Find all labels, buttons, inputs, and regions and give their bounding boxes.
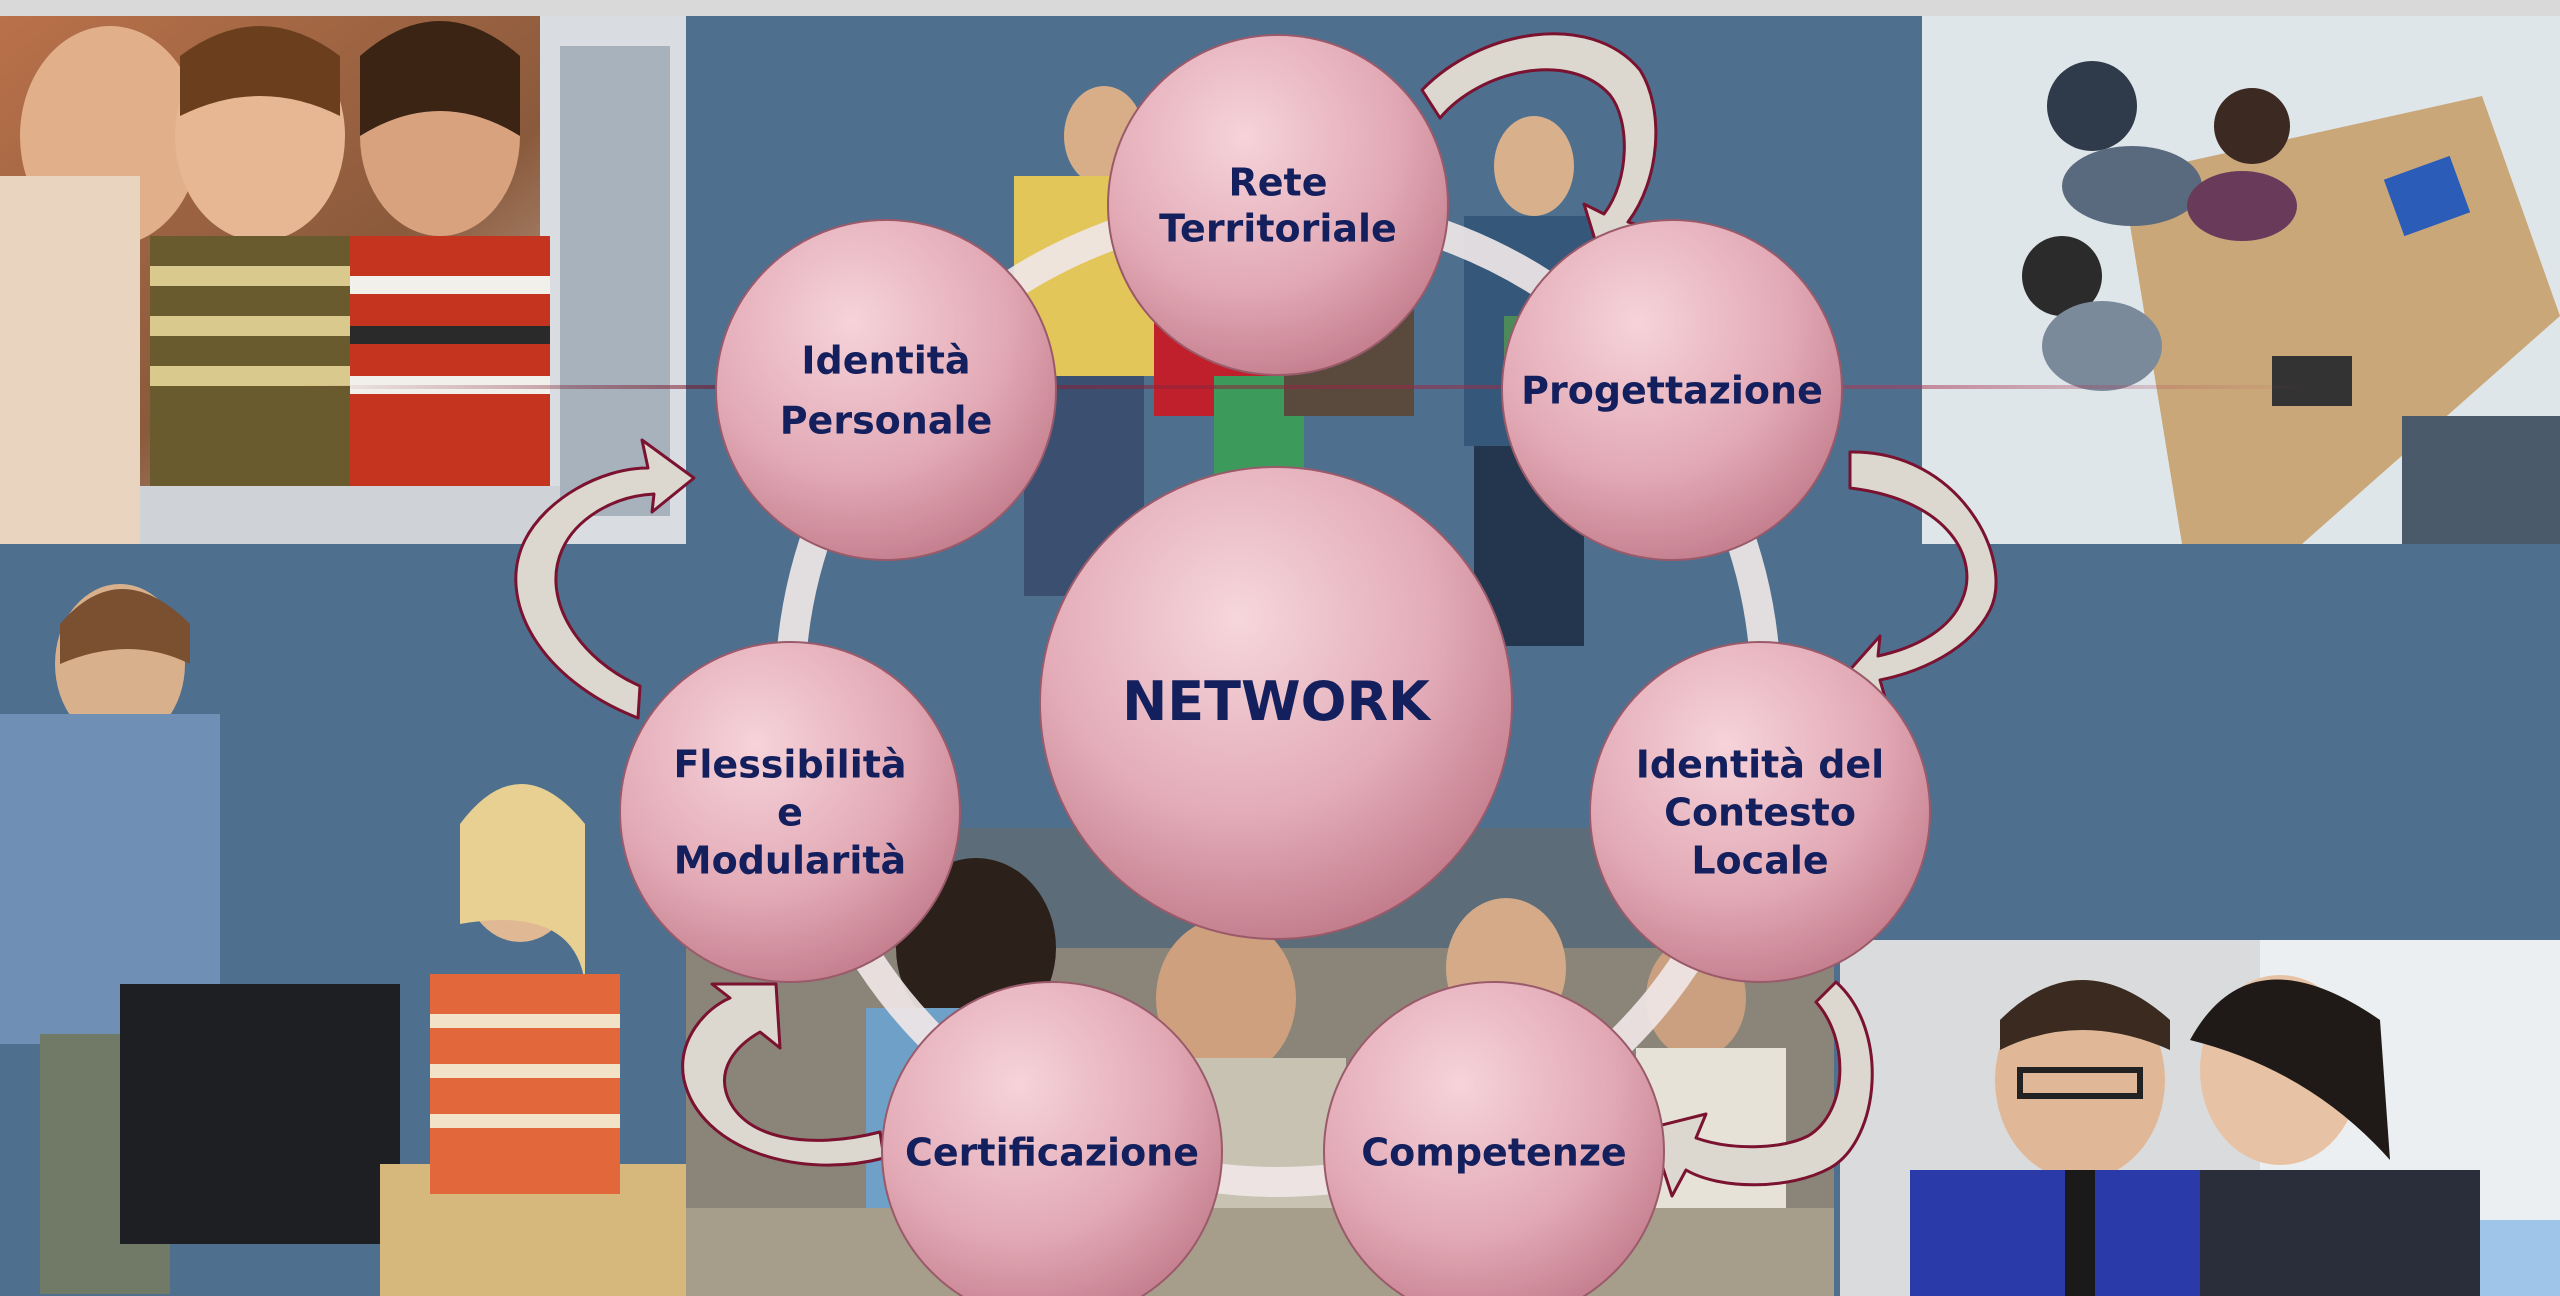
node-contesto-label: Identità del (1636, 742, 1884, 786)
photo-team-meeting (1922, 16, 2560, 544)
photo-teacher-student (0, 564, 686, 1296)
arrow-flessibilita-to-personale (514, 438, 696, 720)
node-competenze-label: Competenze (1361, 1130, 1626, 1174)
node-rete-circle (1107, 34, 1449, 376)
node-flessibilita-label: e (777, 790, 803, 834)
node-flessibilita-circle (619, 641, 961, 983)
node-competenze-circle (1323, 981, 1665, 1296)
photo-professionals (1840, 940, 2560, 1296)
arrow-contesto-to-competenze (1648, 980, 1874, 1198)
node-contesto-circle (1589, 641, 1931, 983)
decorative-line (300, 385, 2320, 389)
node-progettazione-circle (1501, 219, 1843, 561)
photo-students-laptop (0, 16, 686, 544)
node-personale-label: Identità (801, 338, 970, 382)
arrow-progettazione-to-contesto (1846, 450, 1998, 710)
center-label: NETWORK (1122, 670, 1432, 733)
node-certificazione-label: Certificazione (905, 1130, 1199, 1174)
node-flessibilita-label: Flessibilità (673, 742, 906, 786)
center-node: NETWORK (1039, 466, 1513, 940)
node-personale-label: Personale (780, 398, 993, 442)
node-certificazione: Certificazione (881, 981, 1223, 1296)
node-progettazione-label: Progettazione (1521, 368, 1823, 412)
node-rete-label: Rete (1229, 160, 1328, 204)
node-contesto-label: Contesto (1664, 790, 1856, 834)
node-rete-label: Territoriale (1159, 206, 1397, 250)
node-competenze: Competenze (1323, 981, 1665, 1296)
node-contesto-label: Locale (1691, 838, 1828, 882)
node-personale-circle (715, 219, 1057, 561)
node-certificazione-circle (881, 981, 1223, 1296)
node-flessibilita-label: Modularità (674, 838, 906, 882)
arrow-rete-to-progettazione (1420, 32, 1658, 258)
arrow-certificazione-to-flessibilita (681, 982, 886, 1167)
node-progettazione: Progettazione (1501, 219, 1843, 561)
